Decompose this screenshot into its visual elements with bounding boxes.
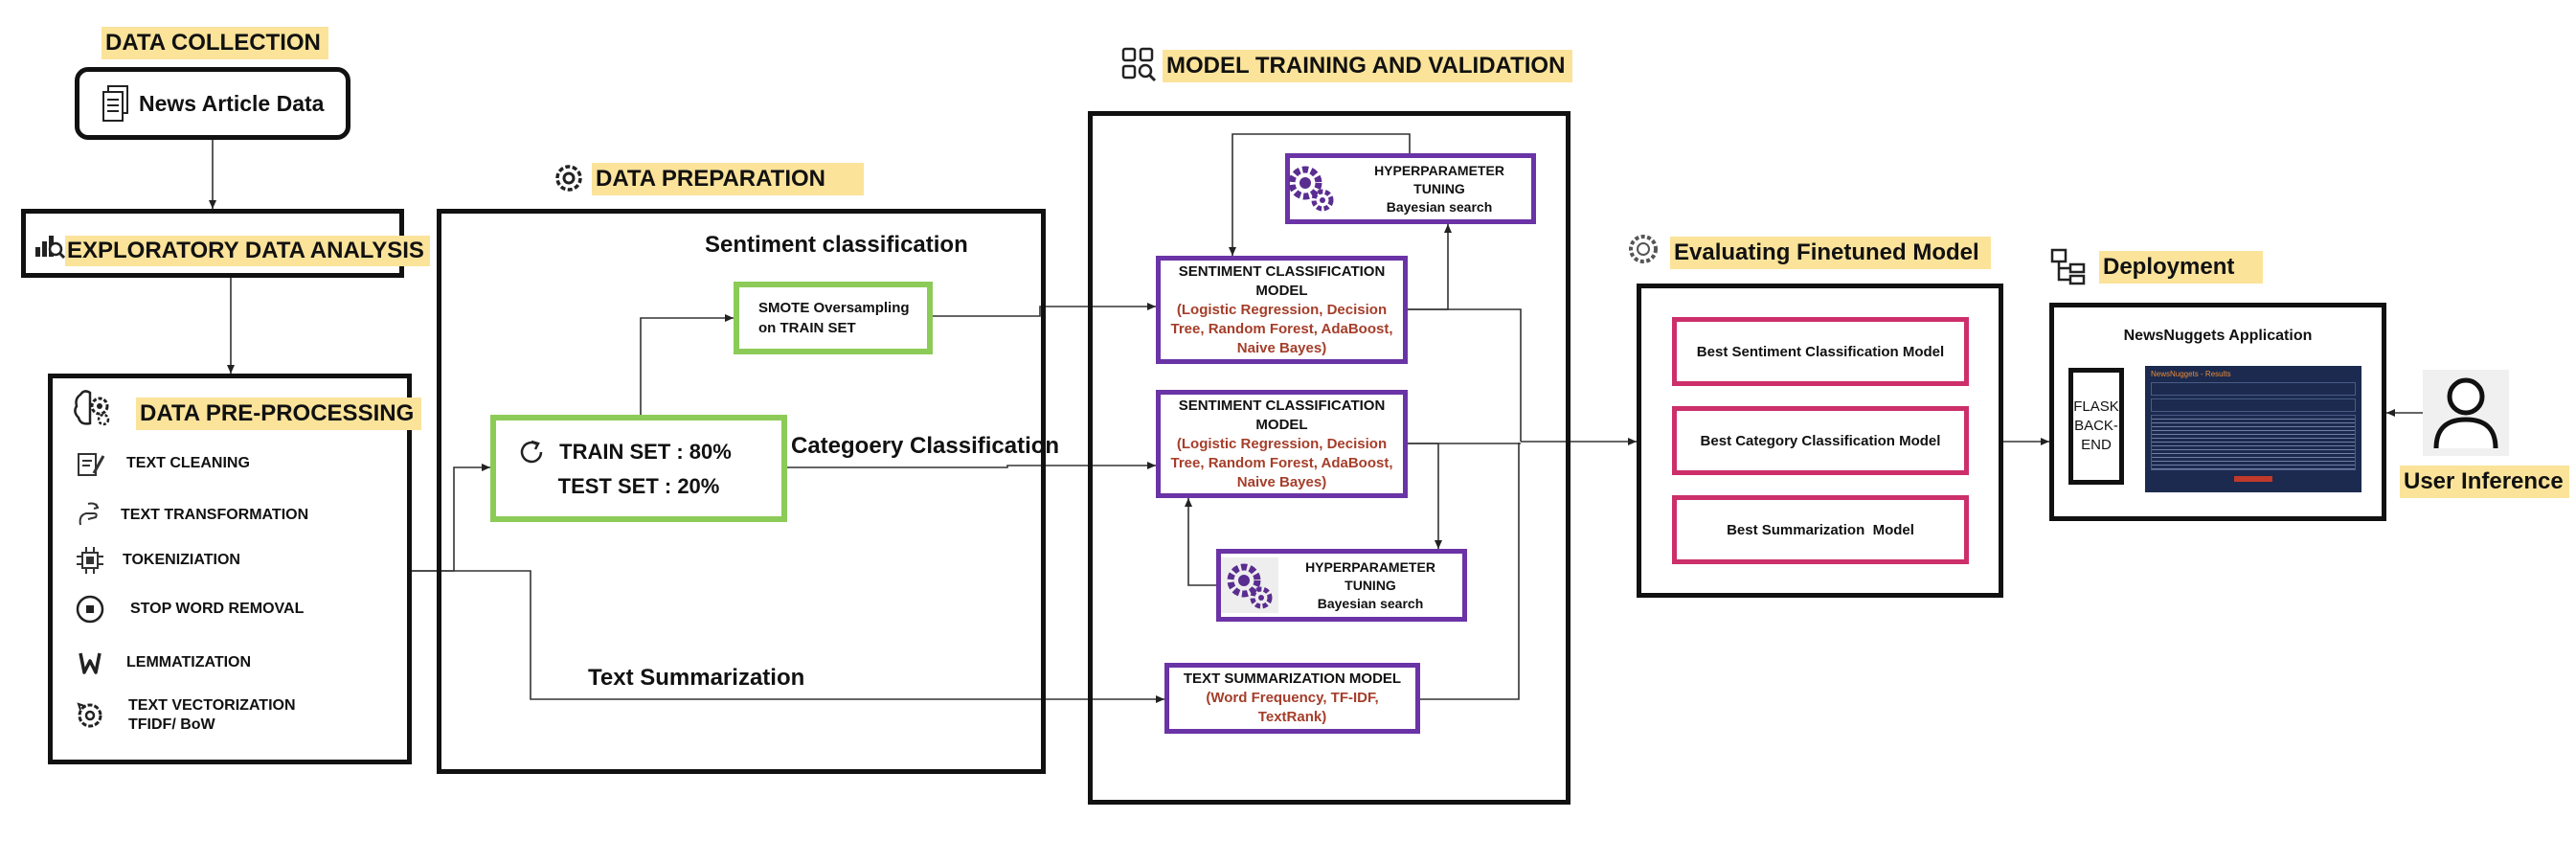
flask-backend-box: FLASK BACK-END bbox=[2068, 368, 2124, 485]
step-stop-word-removal: STOP WORD REMOVAL bbox=[75, 590, 400, 628]
hyper-top-line1: HYPERPARAMETER TUNING bbox=[1374, 162, 1504, 196]
step-label-group: TEXT VECTORIZATION TFIDF/ BoW bbox=[128, 696, 296, 735]
app-screenshot-title: NewsNuggets - Results bbox=[2151, 370, 2231, 378]
brain-gear-icon bbox=[71, 387, 113, 429]
arrow-hyper-bottom-to-category bbox=[1185, 498, 1219, 586]
sentiment-model-line2: MODEL bbox=[1255, 282, 1308, 299]
data-preparation-gear-icon bbox=[554, 163, 584, 193]
step-label: LEMMATIZATION bbox=[126, 654, 252, 671]
step-text-cleaning: TEXT CLEANING bbox=[75, 444, 400, 483]
evaluation-panel bbox=[1637, 284, 2003, 598]
hyper-bottom-line1: HYPERPARAMETER TUNING bbox=[1305, 558, 1435, 593]
line-sentiment-to-merge bbox=[1408, 308, 1522, 442]
step-tokenization: TOKENIZIATION bbox=[75, 541, 400, 580]
arrow-preprocessing-to-summary bbox=[410, 570, 1164, 703]
best-category-model-label: Best Category Classification Model bbox=[1700, 432, 1941, 449]
model-training-title: MODEL TRAINING AND VALIDATION bbox=[1163, 50, 1573, 82]
best-summarization-model-box: Best Summarization Model bbox=[1672, 495, 1969, 564]
sentiment-model-algos: (Logistic Regression, Decision Tree, Ran… bbox=[1170, 301, 1393, 356]
summarization-model-algos: (Word Frequency, TF-IDF, TextRank) bbox=[1206, 690, 1379, 725]
step-label: TOKENIZIATION bbox=[123, 552, 240, 568]
step-label: TEXT VECTORIZATION bbox=[128, 697, 296, 714]
documents-icon bbox=[101, 84, 129, 123]
app-screenshot-summary bbox=[2151, 415, 2356, 470]
sentiment-model-box: SENTIMENT CLASSIFICATION MODEL (Logistic… bbox=[1156, 256, 1408, 364]
refresh-icon bbox=[517, 438, 546, 466]
summarization-model-box: TEXT SUMMARIZATION MODEL (Word Frequency… bbox=[1164, 663, 1420, 734]
preprocessing-title: DATA PRE-PROCESSING bbox=[136, 398, 422, 430]
app-title: NewsNuggets Application bbox=[2123, 328, 2313, 344]
eda-chart-search-icon bbox=[33, 228, 66, 261]
deployment-panel bbox=[2049, 303, 2386, 521]
arrow-smote-to-sentiment-model bbox=[933, 303, 1156, 317]
text-summarization-heading: Text Summarization bbox=[588, 665, 805, 691]
hyper-top-text: HYPERPARAMETER TUNING Bayesian search bbox=[1347, 162, 1531, 216]
deployment-title: Deployment bbox=[2099, 251, 2264, 284]
chip-icon bbox=[75, 545, 105, 576]
smote-line2: on TRAIN SET bbox=[758, 320, 856, 336]
hyperparameter-tuning-bottom: HYPERPARAMETER TUNING Bayesian search bbox=[1216, 549, 1467, 622]
category-model-algos: (Logistic Regression, Decision Tree, Ran… bbox=[1170, 435, 1393, 490]
train-test-split-box: TRAIN SET : 80% TEST SET : 20% bbox=[490, 415, 787, 522]
transform-hand-icon bbox=[75, 500, 105, 531]
category-model-box: SENTIMENT CLASSIFICATION MODEL (Logistic… bbox=[1156, 390, 1408, 498]
step-text-transformation: TEXT TRANSFORMATION bbox=[75, 496, 400, 534]
best-category-model-box: Best Category Classification Model bbox=[1672, 406, 1969, 475]
preprocessing-panel bbox=[48, 374, 412, 764]
clipboard-pencil-icon bbox=[75, 448, 105, 479]
sentiment-model-line1: SENTIMENT CLASSIFICATION bbox=[1178, 262, 1386, 280]
arrow-hyper-top-to-sentiment bbox=[1229, 133, 1411, 256]
step-label: TEXT TRANSFORMATION bbox=[121, 507, 309, 523]
step-lemmatization: LEMMATIZATION bbox=[75, 644, 400, 682]
data-preparation-panel bbox=[437, 209, 1046, 774]
best-sentiment-model-box: Best Sentiment Classification Model bbox=[1672, 317, 1969, 386]
step-text-vectorization: TEXT VECTORIZATION TFIDF/ BoW bbox=[75, 692, 400, 739]
arrow-split-to-smote bbox=[640, 314, 734, 415]
gear-refresh-icon bbox=[75, 700, 105, 731]
hyper-top-line2: Bayesian search bbox=[1386, 198, 1493, 215]
hyper-bottom-text: HYPERPARAMETER TUNING Bayesian search bbox=[1278, 558, 1462, 613]
train-split-row: TRAIN SET : 80% bbox=[517, 438, 732, 466]
w-glyph-icon bbox=[75, 648, 105, 678]
news-article-data-box: News Article Data bbox=[75, 67, 350, 140]
grid-search-icon bbox=[1120, 46, 1157, 82]
test-split-label: TEST SET : 20% bbox=[557, 474, 720, 498]
eda-title: EXPLORATORY DATA ANALYSIS bbox=[65, 236, 430, 266]
user-icon bbox=[2423, 370, 2509, 456]
hyper-bottom-line2: Bayesian search bbox=[1317, 595, 1424, 611]
step-sublabel: TFIDF/ BoW bbox=[128, 716, 215, 733]
train-split-label: TRAIN SET : 80% bbox=[559, 440, 732, 464]
evaluation-gear-icon bbox=[1626, 232, 1661, 266]
summarization-model-line1: TEXT SUMMARIZATION MODEL bbox=[1183, 671, 1402, 687]
line-summary-to-merge bbox=[1420, 443, 1520, 700]
gears-icon bbox=[1284, 162, 1338, 216]
category-model-line1: SENTIMENT CLASSIFICATION bbox=[1178, 397, 1386, 414]
smote-line1: SMOTE Oversampling bbox=[758, 300, 910, 316]
smote-box: SMOTE Oversampling on TRAIN SET bbox=[734, 282, 933, 354]
arrow-split-to-category-model bbox=[785, 462, 1156, 469]
step-label: TEXT CLEANING bbox=[126, 455, 250, 471]
hyperparameter-tuning-top: HYPERPARAMETER TUNING Bayesian search bbox=[1285, 153, 1536, 224]
category-model-line2: MODEL bbox=[1255, 416, 1308, 433]
data-preparation-title: DATA PREPARATION bbox=[592, 163, 864, 195]
model-training-panel bbox=[1088, 111, 1570, 805]
news-article-data-label: News Article Data bbox=[139, 90, 325, 116]
gears-icon bbox=[1221, 557, 1278, 613]
best-summarization-model-label: Best Summarization Model bbox=[1727, 521, 1914, 538]
deployment-icon bbox=[2049, 247, 2088, 285]
app-screenshot: NewsNuggets - Results bbox=[2145, 366, 2361, 492]
user-inference-label: User Inference bbox=[2400, 466, 2569, 498]
evaluation-title: Evaluating Finetuned Model bbox=[1670, 237, 1991, 269]
app-screenshot-field bbox=[2151, 382, 2356, 396]
app-screenshot-button bbox=[2234, 476, 2272, 482]
flask-backend-label: FLASK BACK-END bbox=[2073, 398, 2119, 453]
data-collection-title: DATA COLLECTION bbox=[102, 27, 328, 59]
stop-circle-icon bbox=[75, 594, 105, 625]
category-classification-heading: Categoery Classification bbox=[791, 433, 1060, 459]
step-label: STOP WORD REMOVAL bbox=[130, 601, 305, 617]
best-sentiment-model-label: Best Sentiment Classification Model bbox=[1696, 343, 1945, 360]
app-screenshot-field bbox=[2151, 398, 2356, 412]
sentiment-classification-heading: Sentiment classification bbox=[705, 232, 968, 258]
